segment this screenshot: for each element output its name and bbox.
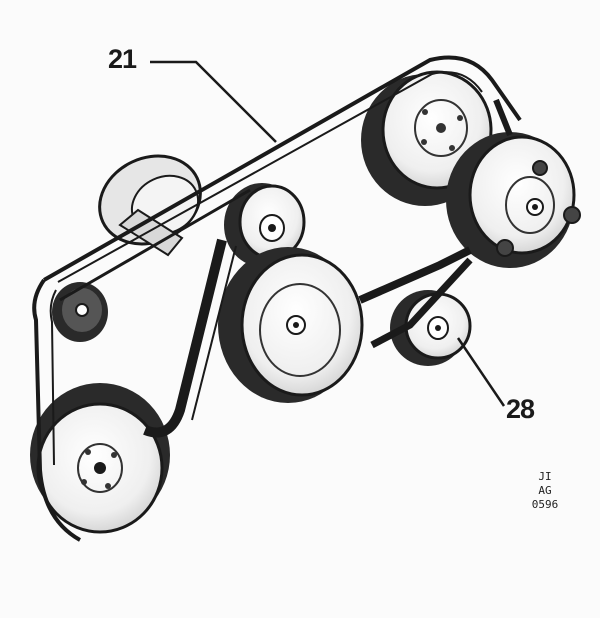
callout-label-21: 21 [108,44,137,74]
leader-line-28 [456,337,506,407]
callout-label-28: 28 [506,394,535,424]
inner-belt-runs [59,98,513,438]
stamp-line-3: 0596 [531,498,559,511]
power-steering-pulley [218,247,364,403]
stamp-line-2: AG [538,484,552,497]
alternator-pulley [446,132,581,268]
left-idler-pulley [52,282,108,342]
stamp-line-1: JI [538,470,552,483]
upper-idler-pulley [224,183,306,267]
leader-line-21 [150,60,277,143]
tensioner-pulley [98,154,202,257]
drawing-code-stamp: JI AG 0596 [522,470,568,512]
serpentine-belt-21 [32,55,522,542]
